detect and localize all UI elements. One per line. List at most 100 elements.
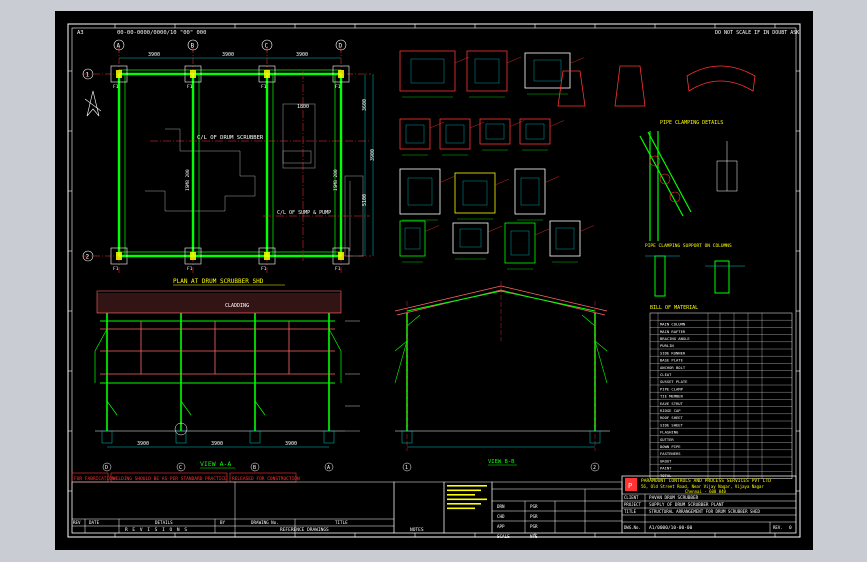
view-aa-title: VIEW A-A (200, 460, 231, 468)
scale-note: DO NOT SCALE IF IN DOUBT ASK (715, 30, 799, 36)
detail-sketch (524, 52, 571, 89)
pedestal-sketch (614, 65, 646, 107)
equipment-outlines (145, 103, 364, 257)
notes-label: NOTES (410, 527, 424, 533)
detail-sketch (399, 118, 431, 150)
bom-row-description: SIDE RUNNER (660, 350, 686, 355)
note-welding: WELDING SHOULD BE AS PER STANDARD PRACTI… (113, 476, 227, 482)
footing (110, 247, 128, 265)
general-notes-lines (447, 485, 487, 510)
detail-sketch-inner (525, 123, 545, 140)
roof-cladding (96, 290, 342, 314)
dwg-number: A1/0000/10-00-00 (649, 525, 693, 531)
footing-label: F1 (187, 84, 193, 90)
revisions-label: R E V I S I O N S (125, 527, 188, 533)
detail-sketch-inner (404, 227, 421, 250)
leader-line (544, 176, 560, 183)
drawing-canvas: A3 00-00-0000/0000/10 "00" 000 DO NOT SC… (67, 23, 801, 539)
aa-columns (106, 313, 330, 431)
aa-eave-beam (100, 320, 335, 384)
bom-row-description: GUTTER (660, 437, 674, 442)
bom-row-description: PAINT (660, 466, 672, 471)
title-block (621, 475, 797, 534)
aa-grid-bubbles (102, 462, 334, 472)
centerlines (150, 71, 370, 261)
bom-title: BILL OF MATERIAL (650, 305, 698, 311)
clamp-title: PIPE CLAMPING DETAILS (660, 120, 723, 126)
dim-span-2: 3900 (222, 52, 234, 58)
bom-row-description: BRACING ANGLE (660, 336, 690, 341)
arch-sketch (686, 65, 756, 92)
footing (332, 65, 350, 83)
rev-label: REV. (773, 525, 783, 530)
project-name: SUPPLY OF DRUM SCRUBBER PLANT (649, 502, 724, 508)
bb-grid-bubbles (402, 462, 600, 472)
detail-sketch-inner (410, 58, 445, 84)
bom-row-description: ROOF SHEET (660, 415, 684, 420)
grid-label-c: C (265, 43, 269, 50)
drawing-title: STRUCTURAL ARRANGEMENT FOR DRUM SCRUBBER… (649, 509, 760, 514)
footing-label: F1 (261, 84, 267, 90)
detail-sketch-inner (533, 59, 562, 82)
footing-label: F1 (113, 266, 119, 272)
dim-right-2: 3600 (362, 99, 368, 111)
footing (184, 247, 202, 265)
column-stub (264, 70, 270, 78)
plan-dimensions-top: 3900 3900 3900 (119, 52, 341, 59)
company-logo-icon (625, 478, 637, 491)
detail-sketch (549, 220, 581, 257)
outer-border (67, 23, 801, 538)
note-text-bar (447, 494, 475, 496)
bb-rafters (406, 290, 596, 312)
column-stub (116, 252, 122, 260)
signature-label: CHD (497, 514, 505, 519)
bom-row-description: EAVE STRUT (660, 401, 684, 406)
bom-row-description: FASTENERS (660, 451, 681, 456)
dim-right-1: 1800 (297, 104, 309, 110)
project-label: PROJECT (624, 502, 641, 507)
column-stub (338, 70, 344, 78)
signature-label: APP (497, 524, 505, 529)
title-label: TITLE (624, 509, 637, 514)
aa-grid-b: B (253, 465, 256, 471)
clamp-subtitle: PIPE CLAMPING SUPPORT ON COLUMNS (645, 243, 732, 249)
column-stub (338, 252, 344, 260)
footing (258, 65, 276, 83)
aa-side-runners (100, 321, 335, 375)
leader-line (469, 121, 485, 129)
bom-row-description: ANCHOR BOLT (660, 365, 686, 370)
leader-line (569, 57, 585, 64)
detail-sketch-inner (462, 180, 488, 206)
bb-grid-1: 1 (405, 465, 408, 471)
signature-label: DRN (497, 504, 505, 509)
dim-span-1: 3900 (148, 52, 160, 58)
leader-line (487, 225, 503, 233)
aa-span-3: 3900 (285, 441, 297, 447)
drawing-ref-number: 00-00-0000/0000/10 "00" 000 (117, 30, 206, 36)
view-b-b: 1 2 VIEW B-B (394, 281, 610, 472)
column-stub (264, 252, 270, 260)
bom-row-description: FLASHING (660, 430, 679, 435)
detail-sketch (399, 50, 456, 92)
aa-grid-a: A (327, 465, 330, 471)
connection-details (399, 50, 756, 270)
footing (184, 65, 202, 83)
grid-label-2: 2 (86, 254, 90, 261)
rev-col-rev: REV (73, 520, 81, 525)
footing-label: F1 (187, 266, 193, 272)
note-text-bar (447, 507, 475, 510)
company-address: 56, Old Street Road, Near Vijay Nagar, V… (641, 484, 764, 489)
bom-row-description: SIDE SHEET (660, 422, 684, 427)
dwg-no-label: DWG.No. (624, 525, 641, 530)
bom-row-description: MAIN COLUMN (660, 322, 686, 327)
aa-grid-d: D (105, 465, 108, 471)
grid-label-1: 1 (86, 72, 90, 79)
footing-label: F1 (113, 84, 119, 90)
leader-line (429, 121, 445, 129)
aa-pedestals (101, 430, 335, 444)
detail-sketch-inner (485, 123, 505, 140)
leader-line (424, 225, 440, 232)
footing-label: F1 (335, 266, 341, 272)
